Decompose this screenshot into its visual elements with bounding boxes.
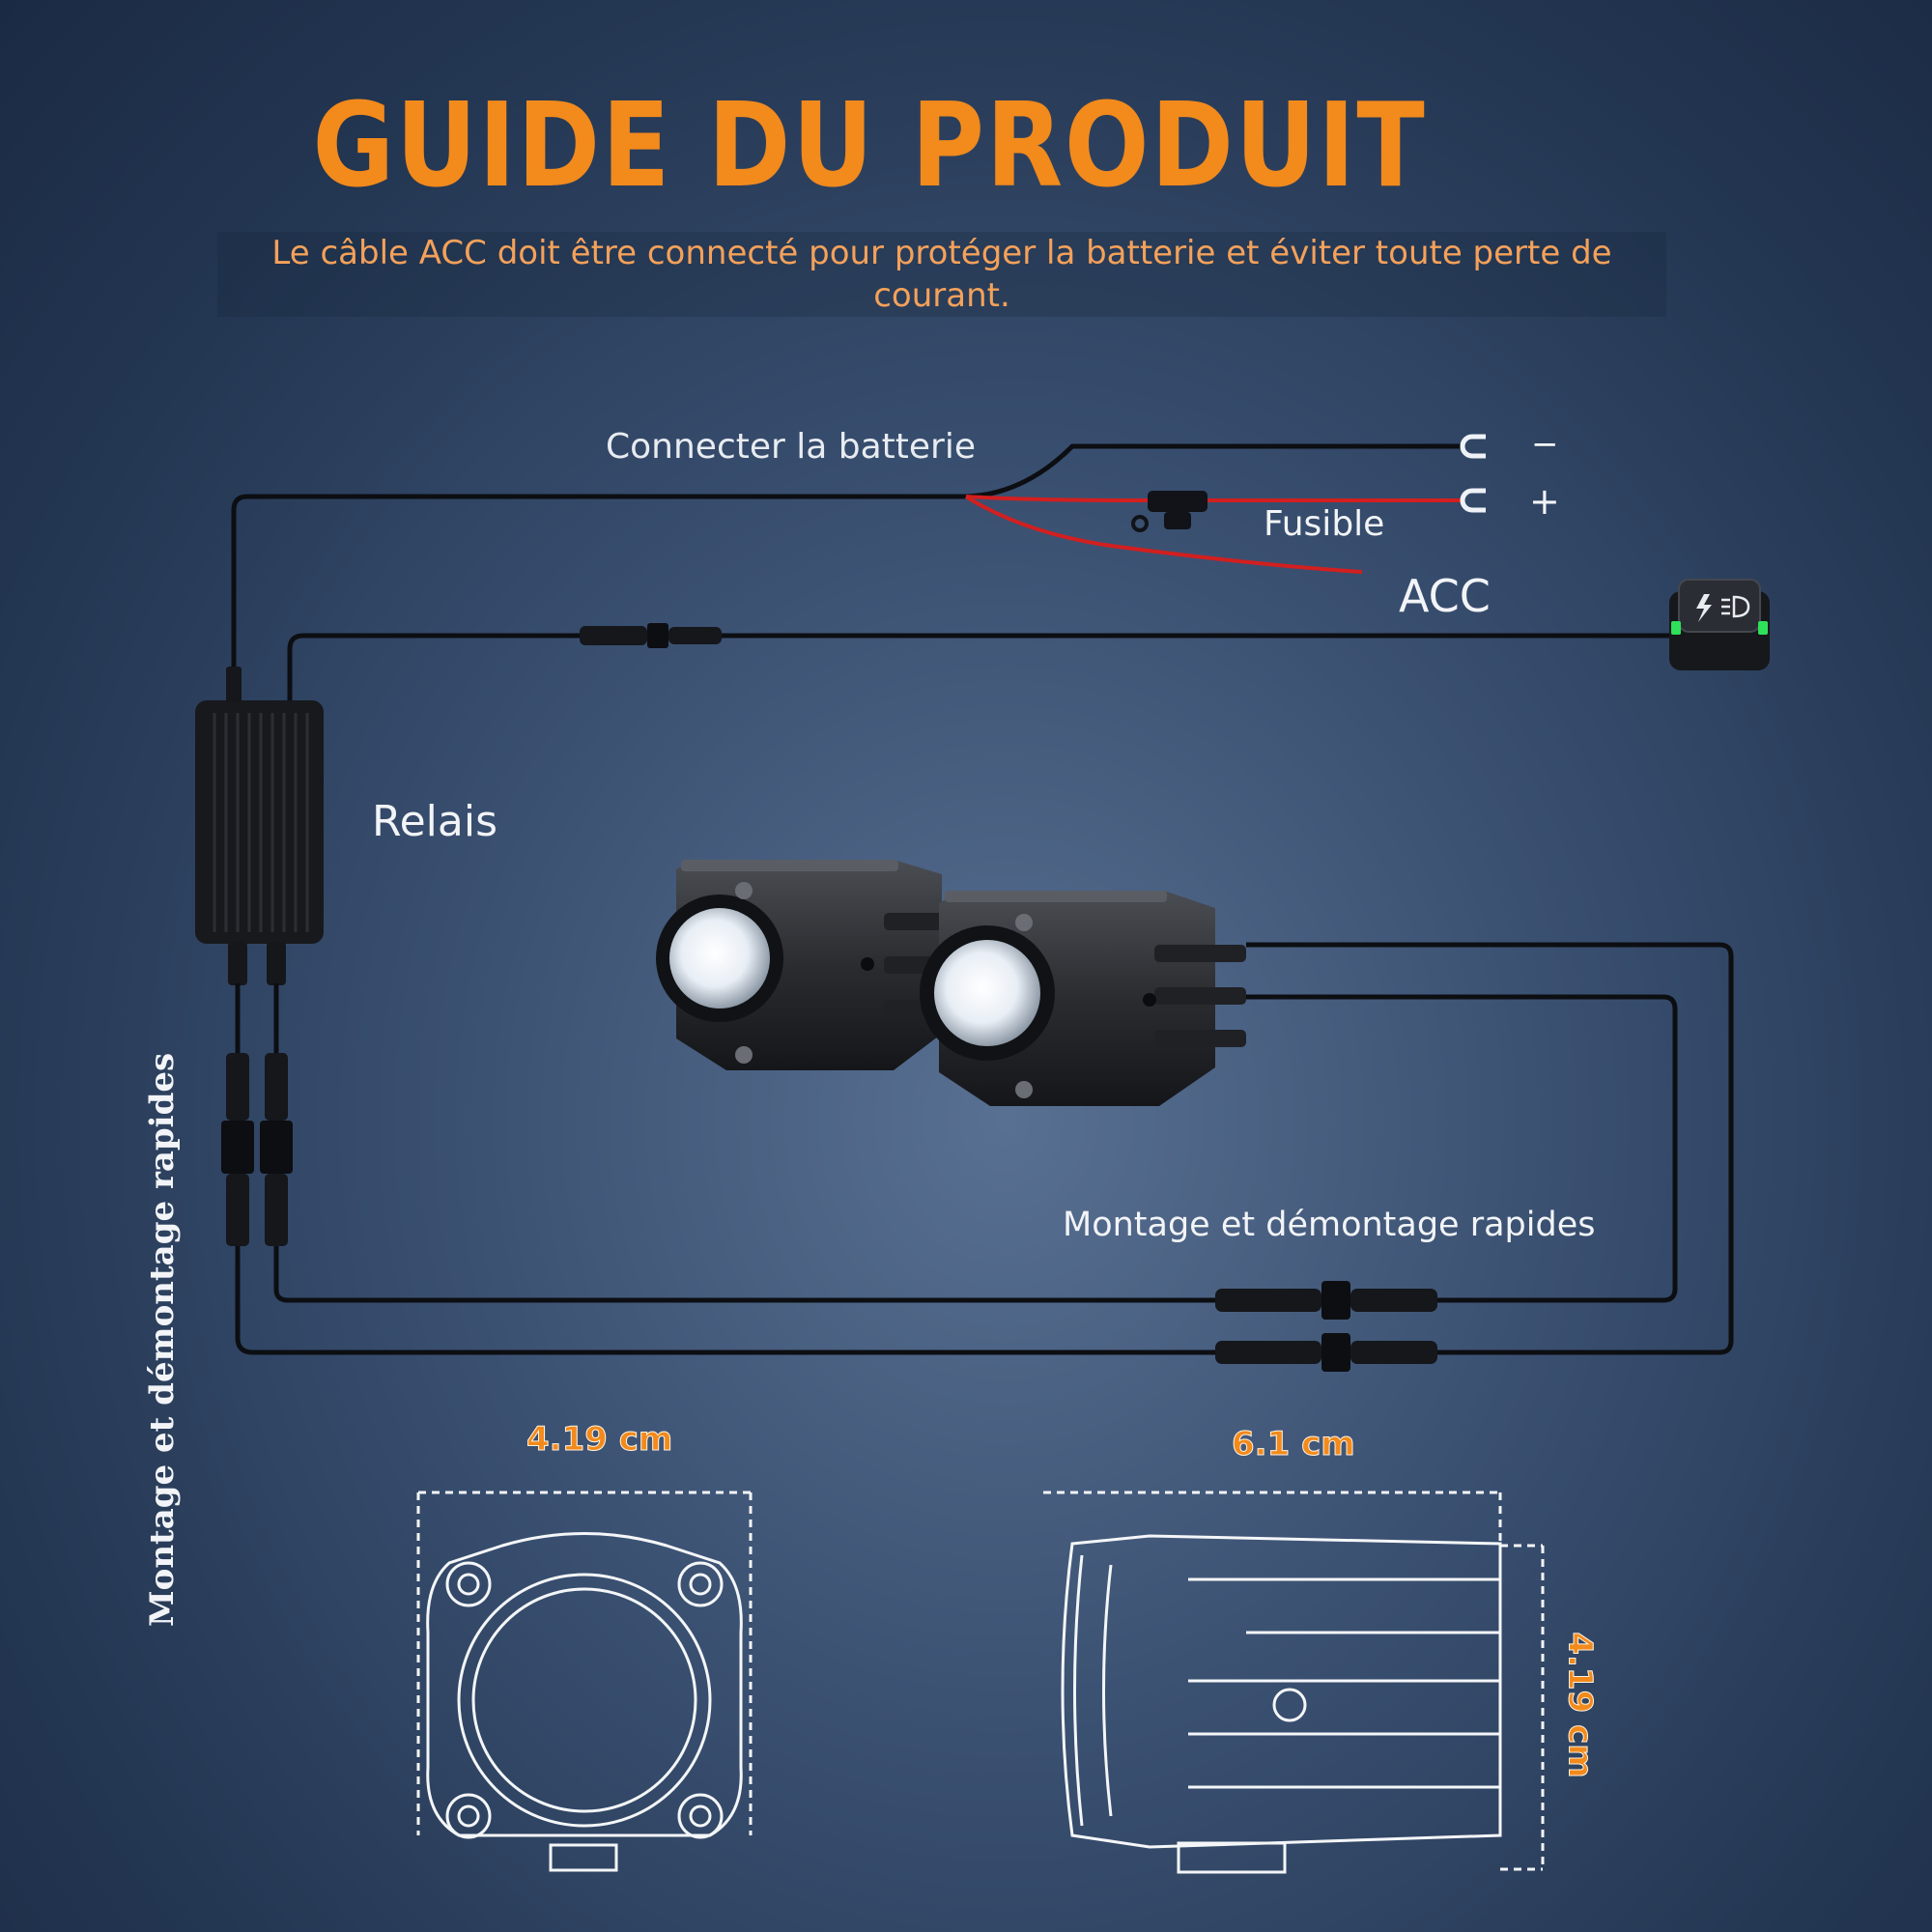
fuse-label: Fusible <box>1264 504 1385 544</box>
fuse-holder <box>1131 491 1208 532</box>
side-view-outline <box>1043 1491 1545 1874</box>
acc-warning-subtitle: Le câble ACC doit être connecté pour pro… <box>217 232 1666 317</box>
relay-label: Relais <box>372 797 498 846</box>
horizontal-quick-connector-b <box>1215 1333 1437 1372</box>
front-width-dimension: 4.19 cm <box>526 1420 673 1460</box>
switch-wire <box>287 633 1681 700</box>
lamp-wire-a <box>235 942 1734 1355</box>
negative-terminal-label: − <box>1531 425 1559 464</box>
side-length-dimension: 6.1 cm <box>1232 1425 1356 1464</box>
battery-label: Connecter la batterie <box>606 427 976 467</box>
headlight-icon <box>1721 595 1750 618</box>
fog-lamp-right <box>920 891 1246 1106</box>
lightning-icon <box>1696 594 1712 622</box>
horizontal-quick-connector-a <box>1215 1281 1437 1320</box>
quick-connect-vertical-label: Montage et démontage rapides <box>143 1052 182 1627</box>
rocker-switch <box>1669 579 1770 670</box>
page-title: GUIDE DU PRODUIT <box>312 79 1427 213</box>
front-view-outline <box>416 1491 753 1872</box>
acc-wire <box>964 495 1363 574</box>
switch-wire-connector <box>580 623 722 648</box>
power-wire <box>231 443 1463 700</box>
relay-box <box>195 667 324 985</box>
positive-terminal-label: + <box>1529 480 1560 523</box>
side-height-dimension: 4.19 cm <box>1560 1632 1600 1778</box>
positive-terminal <box>1460 488 1486 513</box>
quick-connect-label: Montage et démontage rapides <box>1063 1206 1596 1244</box>
fog-lamp-left <box>656 860 961 1070</box>
acc-label: ACC <box>1399 570 1491 622</box>
positive-wire <box>965 495 1463 502</box>
vertical-quick-connector-a <box>221 1053 254 1246</box>
vertical-quick-connector-b <box>260 1053 293 1246</box>
negative-terminal <box>1460 434 1486 459</box>
lamp-wire-b <box>273 983 1678 1303</box>
